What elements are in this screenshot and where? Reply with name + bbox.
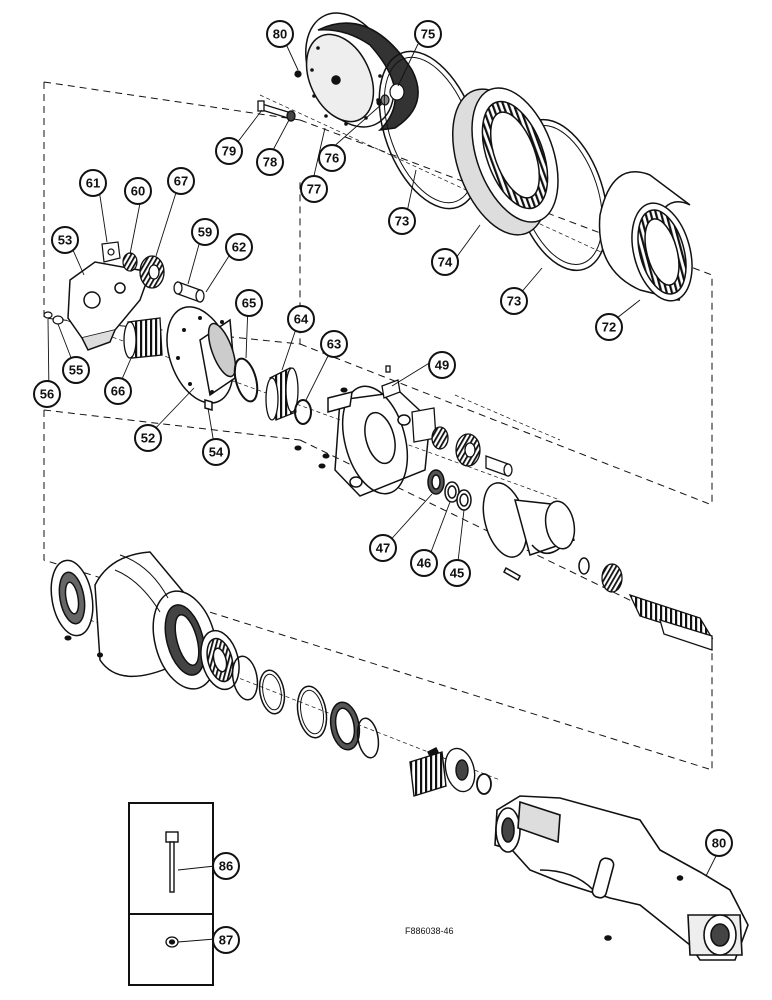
snap-ring-65 bbox=[233, 357, 259, 403]
ring-63 bbox=[294, 399, 312, 425]
small-bolts-carrier bbox=[294, 387, 348, 469]
callout-label-80: 80 bbox=[273, 27, 287, 42]
nuts-55-56 bbox=[43, 311, 64, 325]
callout-bubble-87 bbox=[212, 926, 240, 954]
shim-rings bbox=[231, 655, 328, 739]
callout-label-56: 56 bbox=[40, 387, 54, 402]
bearing-race bbox=[329, 701, 380, 759]
callout-label-65: 65 bbox=[242, 296, 256, 311]
callout-label-72: 72 bbox=[602, 320, 616, 335]
callout-bubble-49 bbox=[428, 351, 456, 379]
callout-bubble-45 bbox=[443, 559, 471, 587]
callout-label-54: 54 bbox=[209, 445, 224, 460]
callout-label-67: 67 bbox=[174, 174, 188, 189]
callout-label-47: 47 bbox=[376, 541, 390, 556]
callout-bubble-73 bbox=[388, 207, 416, 235]
bearing-cone bbox=[200, 629, 240, 691]
callout-bubble-46 bbox=[410, 549, 438, 577]
callout-label-59: 59 bbox=[198, 225, 212, 240]
callout-label-52: 52 bbox=[141, 431, 155, 446]
callout-bubble-74 bbox=[431, 248, 459, 276]
callout-label-79: 79 bbox=[222, 144, 236, 159]
callout-bubble-67 bbox=[167, 167, 195, 195]
callout-bubble-54 bbox=[202, 438, 230, 466]
callout-bubble-59 bbox=[191, 218, 219, 246]
callout-label-76: 76 bbox=[325, 151, 339, 166]
callout-bubble-80 bbox=[266, 20, 294, 48]
callout-bubble-64 bbox=[287, 305, 315, 333]
callout-label-73: 73 bbox=[507, 294, 521, 309]
callout-bubble-86 bbox=[212, 852, 240, 880]
callout-bubble-72 bbox=[595, 313, 623, 341]
callout-bubble-47 bbox=[369, 534, 397, 562]
callout-label-46: 46 bbox=[417, 556, 431, 571]
callout-label-80: 80 bbox=[712, 836, 726, 851]
axle-shaft bbox=[601, 563, 714, 651]
callout-bubble-77 bbox=[300, 175, 328, 203]
hub-flange-52 bbox=[166, 306, 237, 411]
callout-bubble-56 bbox=[33, 380, 61, 408]
callout-label-63: 63 bbox=[327, 337, 341, 352]
planet-gear-second bbox=[431, 426, 513, 477]
spindle bbox=[482, 482, 590, 582]
lock-plate-49 bbox=[381, 365, 437, 443]
inset-nut-87 bbox=[165, 936, 179, 948]
spline-sleeve-66 bbox=[123, 317, 163, 359]
callout-label-78: 78 bbox=[263, 155, 277, 170]
ring-gear-72 bbox=[598, 171, 693, 302]
wheel-studs bbox=[64, 635, 104, 658]
callout-bubble-65 bbox=[235, 289, 263, 317]
inset-box bbox=[128, 802, 214, 986]
callout-bubble-76 bbox=[318, 144, 346, 172]
inset-bolt-86 bbox=[165, 831, 179, 893]
callout-bubble-75 bbox=[414, 20, 442, 48]
callout-bubble-78 bbox=[256, 148, 284, 176]
callout-label-49: 49 bbox=[435, 358, 449, 373]
wheel-hub bbox=[50, 551, 218, 690]
callout-label-66: 66 bbox=[111, 384, 125, 399]
callout-label-86: 86 bbox=[219, 859, 233, 874]
washer-61-bearing-60 bbox=[101, 241, 138, 272]
callout-bubble-66 bbox=[104, 377, 132, 405]
callout-bubble-62 bbox=[225, 233, 253, 261]
callout-label-74: 74 bbox=[438, 255, 453, 270]
callout-bubble-73 bbox=[500, 287, 528, 315]
callout-label-60: 60 bbox=[131, 184, 145, 199]
callout-label-61: 61 bbox=[86, 176, 100, 191]
callout-label-75: 75 bbox=[421, 27, 435, 42]
figure-code: F886038-46 bbox=[405, 926, 454, 936]
callout-bubble-53 bbox=[51, 226, 79, 254]
carrier-53 bbox=[67, 261, 152, 351]
callout-label-45: 45 bbox=[450, 566, 464, 581]
stub-shaft bbox=[409, 747, 492, 797]
bolt-79 bbox=[257, 100, 296, 122]
cover-drum-77 bbox=[305, 12, 419, 132]
ring-housing-74 bbox=[451, 87, 559, 236]
callout-label-77: 77 bbox=[307, 182, 321, 197]
washers-47-46-45 bbox=[427, 469, 472, 511]
pin-59 bbox=[173, 281, 205, 303]
callout-group: 80 75 79 78 76 77 73 74 61 60 67 53 59 62 73 72 65 64 63 49… bbox=[33, 20, 733, 954]
callout-bubble-55 bbox=[62, 356, 90, 384]
callout-bubble-80 bbox=[705, 829, 733, 857]
callout-label-55: 55 bbox=[69, 363, 83, 378]
planet-gear-67 bbox=[139, 255, 165, 289]
callout-label-73: 73 bbox=[395, 214, 409, 229]
callout-label-53: 53 bbox=[58, 233, 72, 248]
callout-bubble-52 bbox=[134, 424, 162, 452]
axle-housing bbox=[494, 795, 749, 961]
callout-bubble-61 bbox=[79, 169, 107, 197]
callout-label-62: 62 bbox=[232, 240, 246, 255]
callout-bubble-60 bbox=[124, 177, 152, 205]
sun-gear-64 bbox=[265, 367, 299, 421]
callout-bubble-63 bbox=[320, 330, 348, 358]
callout-bubble-79 bbox=[215, 137, 243, 165]
callout-label-87: 87 bbox=[219, 933, 233, 948]
callout-label-64: 64 bbox=[294, 312, 309, 327]
